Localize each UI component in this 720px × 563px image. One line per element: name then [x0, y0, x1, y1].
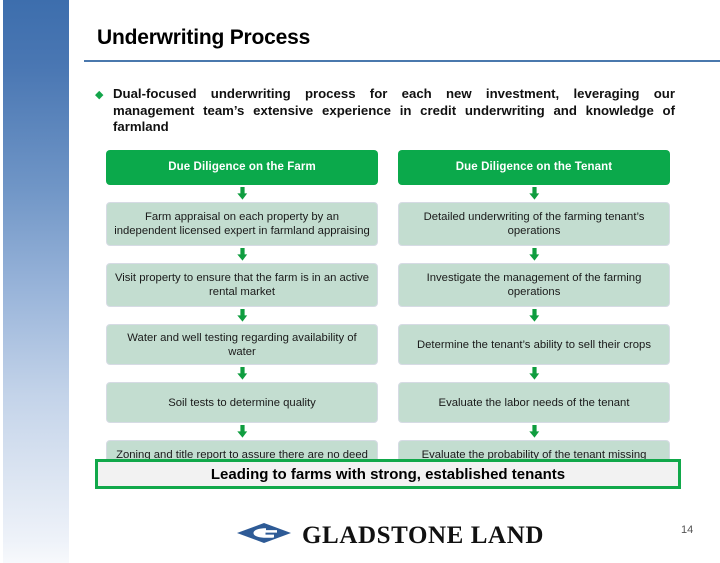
down-arrow-icon: [106, 307, 378, 324]
step-box: Evaluate the labor needs of the tenant: [398, 382, 670, 423]
step-box: Water and well testing regarding availab…: [106, 324, 378, 365]
process-columns: Due Diligence on the Farm Farm appraisal…: [106, 150, 670, 484]
column-header-tenant: Due Diligence on the Tenant: [398, 150, 670, 185]
conclusion-banner: Leading to farms with strong, establishe…: [95, 459, 681, 489]
diamond-bullet-icon: ◆: [95, 89, 104, 101]
down-arrow-icon: [106, 246, 378, 263]
company-logo: GLADSTONE LAND: [236, 521, 544, 550]
step-box: Visit property to ensure that the farm i…: [106, 263, 378, 307]
down-arrow-icon: [106, 185, 378, 202]
down-arrow-icon: [106, 365, 378, 382]
step-box: Investigate the management of the farmin…: [398, 263, 670, 307]
down-arrow-icon: [106, 423, 378, 440]
page-number: 14: [681, 524, 694, 536]
column-farm: Due Diligence on the Farm Farm appraisal…: [106, 150, 378, 484]
bullet-paragraph: ◆ Dual-focused underwriting process for …: [95, 86, 675, 136]
company-name: GLADSTONE LAND: [302, 521, 545, 549]
bullet-text: Dual-focused underwriting process for ea…: [113, 86, 675, 134]
down-arrow-icon: [398, 365, 670, 382]
page-title: Underwriting Process: [97, 26, 311, 49]
down-arrow-icon: [398, 423, 670, 440]
step-box: Soil tests to determine quality: [106, 382, 378, 423]
down-arrow-icon: [398, 185, 670, 202]
step-box: Detailed underwriting of the farming ten…: [398, 202, 670, 246]
column-header-farm: Due Diligence on the Farm: [106, 150, 378, 185]
down-arrow-icon: [398, 246, 670, 263]
step-box: Determine the tenant’s ability to sell t…: [398, 324, 670, 365]
step-box: Farm appraisal on each property by an in…: [106, 202, 378, 246]
slide-accent-sidebar: [3, 0, 69, 563]
column-tenant: Due Diligence on the Tenant Detailed und…: [398, 150, 670, 484]
title-divider: [84, 60, 720, 62]
down-arrow-icon: [398, 307, 670, 324]
gladstone-diamond-logo-icon: [236, 521, 292, 550]
